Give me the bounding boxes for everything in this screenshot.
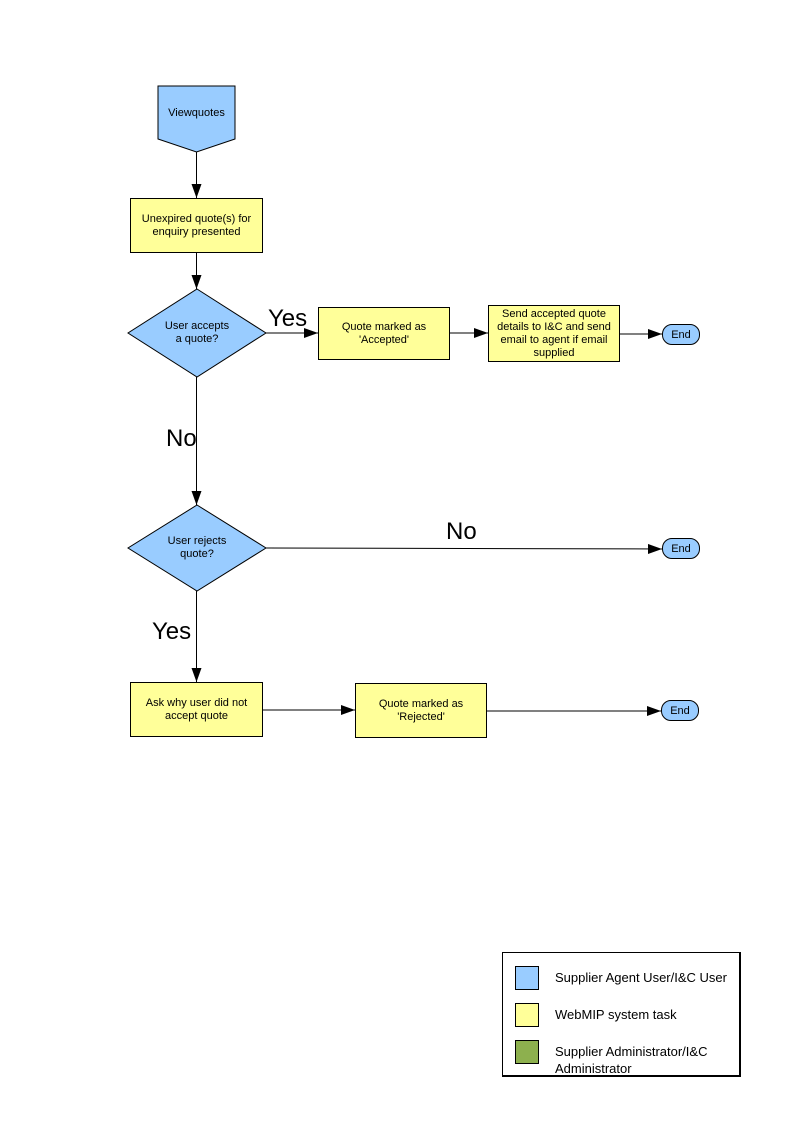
end-terminator-accepted: End: [662, 324, 700, 345]
yellow-swatch-icon: [515, 1003, 539, 1027]
edge-rejects-no: [265, 543, 663, 554]
decision-accepts-label: User accepts a quote?: [164, 320, 230, 345]
end-terminator-not-rejected: End: [662, 538, 700, 559]
legend-item-webmip-task: WebMIP system task: [515, 1003, 735, 1027]
legend-box: Supplier Agent User/I&C User WebMIP syst…: [502, 952, 741, 1077]
process-ask-why: Ask why user did not accept quote: [130, 682, 263, 737]
start-node-shape: [157, 85, 236, 153]
edge-label-accepts-no: No: [166, 425, 197, 452]
end-terminator-rejected: End: [661, 700, 699, 721]
process-marked-accepted: Quote marked as 'Accepted': [318, 307, 450, 360]
legend-item-supplier-admin: Supplier Administrator/I&C Administrator: [515, 1040, 735, 1077]
edge-label-rejects-yes: Yes: [152, 618, 192, 645]
process-marked-rejected: Quote marked as 'Rejected': [355, 683, 487, 738]
start-node-label: Viewquotes: [168, 106, 225, 119]
blue-swatch-icon: [515, 966, 539, 990]
edge-label-rejects-no: No: [446, 518, 477, 545]
edge-label-accepts-yes: Yes: [268, 305, 308, 332]
decision-rejects-label: User rejects quote?: [167, 535, 227, 560]
process-send-details: Send accepted quote details to I&C and s…: [488, 305, 620, 362]
legend-item-supplier-agent: Supplier Agent User/I&C User: [515, 966, 735, 990]
process-unexpired-quotes: Unexpired quote(s) for enquiry presented: [130, 198, 263, 253]
legend-item-label: Supplier Agent User/I&C User: [555, 970, 727, 985]
legend-item-label: Supplier Administrator/I&C Administrator: [555, 1044, 708, 1076]
legend-item-label: WebMIP system task: [555, 1007, 677, 1022]
green-swatch-icon: [515, 1040, 539, 1064]
